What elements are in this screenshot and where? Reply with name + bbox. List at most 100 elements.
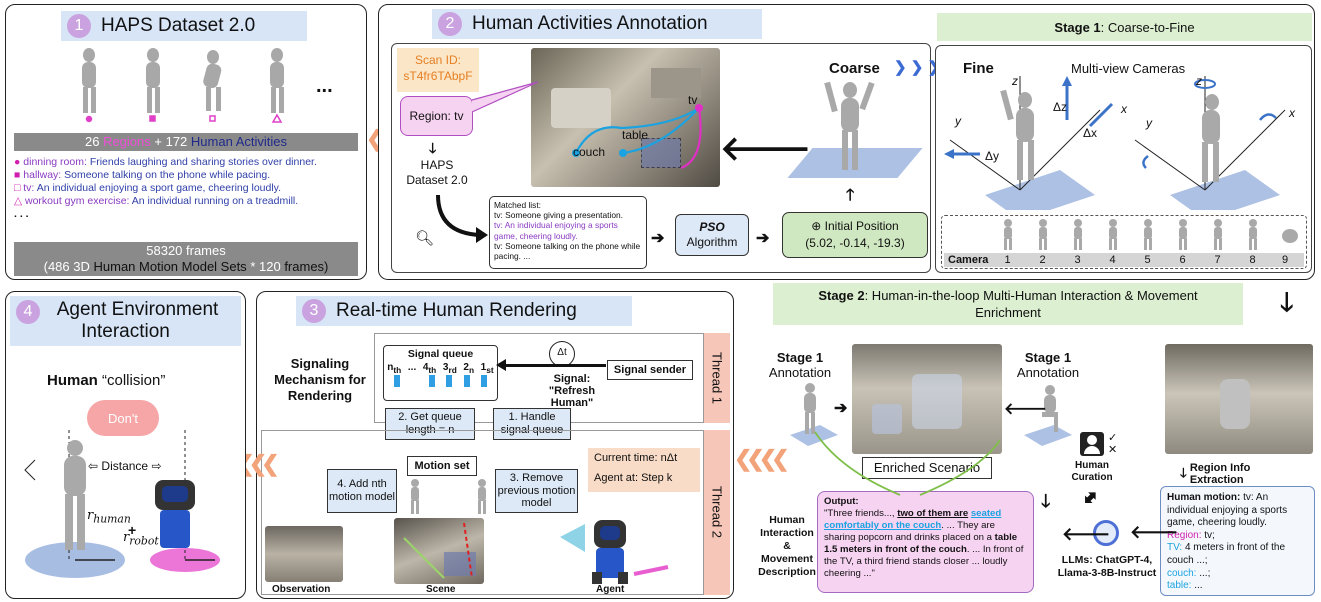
stage2-title: Stage 2: Human-in-the-loop Multi-Human I… (773, 283, 1243, 325)
panel-haps-dataset: 1 HAPS Dataset 2.0 ... 26 Regions + 172 … (5, 4, 367, 280)
down-arrow-region: 🡓 (429, 140, 437, 156)
panel3-number: 3 (302, 299, 326, 323)
agent-label: Agent (596, 584, 625, 595)
agent-robot (560, 520, 669, 584)
haps-line1: HAPS (420, 158, 454, 172)
panel4-number: 4 (16, 300, 40, 324)
fine-label: Fine (963, 60, 994, 77)
output-description-box: Output: "Three friends..., two of them a… (817, 491, 1034, 593)
panel2-title-text: Human Activities Annotation (472, 13, 708, 34)
output-title: Output: (824, 496, 859, 507)
user-icon (1080, 432, 1104, 456)
axis-x-right: x (1289, 106, 1295, 120)
panel3-title-text: Real-time Human Rendering (336, 300, 577, 321)
camera-label: Camera (948, 254, 989, 266)
axis-y-left: y (955, 114, 961, 128)
matched-title: Matched list: (494, 200, 542, 210)
target-icon: ⊕ (811, 219, 822, 233)
queue-item: 4th (422, 362, 437, 375)
axis-z-left: z (1012, 74, 1018, 88)
frames-detail: (486 3D Human Motion Model Sets * 120 fr… (43, 259, 329, 274)
delta-z-label: Δz (1053, 100, 1068, 114)
output-feedback-arrows (814, 431, 1000, 496)
search-icon: 🔍︎ (415, 230, 435, 247)
stage2-room-image (1165, 344, 1313, 454)
scan-id-value: sT4fr6TAbpF (403, 69, 473, 83)
add-motion-model: 4. Add nth motion model (327, 469, 397, 513)
arrow-to-room: 🡐 (720, 130, 812, 168)
camera-number: 9 (1281, 254, 1289, 266)
signal-text: Signal:"Refresh Human" (548, 373, 596, 409)
arrow-curation-llm: ⬍ (1077, 485, 1103, 511)
distance-label: ⇦ Distance ⇨ (88, 459, 162, 473)
region-bubble-text: Region: tv (409, 109, 464, 123)
scene-paths (403, 522, 473, 579)
list-item: □ tv: An individual enjoying a sport gam… (14, 182, 282, 194)
motion-human-figures (411, 479, 486, 514)
regions-activities-bar: 26 Regions + 172 Human Activities (14, 133, 358, 151)
room-label-tv: tv (688, 93, 698, 107)
arrow-down-stage1-to-stage2: 🡓 (1280, 287, 1294, 317)
stage2-left-figure (790, 383, 838, 446)
arrow-up-to-coarse: 🡑 (846, 187, 855, 204)
camera-number: 1 (1004, 254, 1011, 266)
queue-item: ... (407, 362, 417, 373)
activities-label: Human Activities (190, 134, 288, 149)
arrow-curation-output: 🡗 (1034, 489, 1058, 513)
region-activity-list: ● dinning room: Friends laughing and sha… (14, 156, 362, 221)
signal-sender-box: Signal sender (607, 360, 693, 380)
enriched-scenario-label: Enriched Scenario (862, 457, 992, 479)
initial-position-box: ⊕ Initial Position (5.02, -0.14, -19.3) (782, 212, 928, 258)
camera-views-figures (1004, 219, 1298, 250)
list-item: ■ hallway: Someone talking on the phone … (14, 169, 271, 181)
human-motion-box: Human motion: tv: An individual enjoying… (1160, 486, 1315, 596)
pso-title: PSO (699, 220, 725, 234)
region-bubble: Region: tv (400, 96, 473, 136)
camera-number: 3 (1074, 254, 1081, 266)
delta-x-label: Δx (1083, 126, 1098, 140)
thread2-label: Thread 2 (704, 430, 730, 595)
current-time: Current time: nΔt (594, 452, 678, 464)
collision-scene (24, 430, 220, 578)
queue-item: nth (387, 362, 402, 375)
camera-number: 2 (1039, 254, 1046, 266)
coarse-chevrons: ❯ ❯ ❯ (894, 59, 941, 76)
curved-arrow-haps (436, 194, 488, 243)
coarse-human-figure (824, 81, 875, 170)
arrow-stage2-to-3: ❮❮❮❮ (734, 446, 790, 471)
agent-step: Agent at: Step k (594, 472, 673, 484)
room-label-table: table (622, 128, 649, 142)
camera-number: 7 (1214, 254, 1221, 266)
matched-item: tv: Someone talking on the phone while p… (494, 240, 641, 262)
room-label-couch: couch (573, 145, 606, 159)
regions-count: 26 (84, 134, 100, 149)
panel1-ellipsis: ... (316, 75, 333, 97)
human-interaction-label: Human Interaction & Movement Description (758, 514, 816, 578)
human-collision-label: Human “collision” (47, 372, 166, 389)
arrow-motion-to-llm: 🡐 (1130, 522, 1179, 542)
coarse-label: Coarse (829, 60, 880, 77)
pso-box: PSO Algorithm (675, 214, 749, 256)
check-cross-icon: ✓✕ (1108, 432, 1118, 456)
activities-plus: + 172 (154, 134, 188, 149)
queue-item: 1st (480, 362, 494, 375)
frames-count: 58320 frames (146, 243, 226, 258)
bubble-pointer (471, 81, 539, 113)
llm-label: LLMs: ChatGPT-4, Llama-3-8B-Instruct (1057, 554, 1157, 579)
pso-subtitle: Algorithm (686, 235, 738, 249)
plus-label: + (128, 522, 137, 538)
time-agent-box: Current time: nΔt Agent at: Step k (588, 448, 700, 492)
camera-number: 5 (1144, 254, 1151, 266)
arrow-right-icon: ⇨ (151, 459, 162, 473)
camera-number: 8 (1249, 254, 1256, 266)
arrow-down-icon: 🡓 (1180, 464, 1187, 480)
multiview-label: Multi-view Cameras (1071, 61, 1186, 76)
panel1-human-figures (82, 48, 284, 123)
enriched-scenario-image (852, 344, 1002, 454)
axis-z-right: z (1196, 74, 1202, 88)
room-annotation-lines (572, 104, 703, 170)
panel1-title: 1 HAPS Dataset 2.0 (61, 11, 307, 41)
arrow-to-init: ➔ (756, 230, 770, 247)
